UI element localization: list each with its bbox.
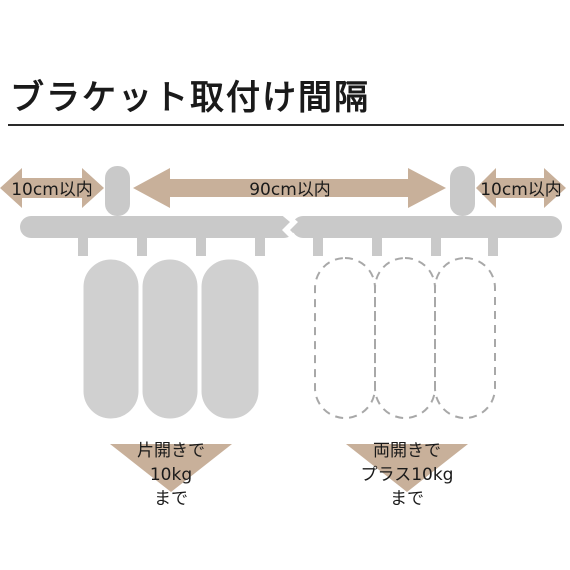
bracket-left <box>105 166 130 216</box>
page-title: ブラケット取付け間隔 <box>10 78 370 118</box>
svg-text:10kg: 10kg <box>150 465 192 485</box>
svg-text:片開きで: 片開きで <box>137 441 205 461</box>
center-span-arrow: 90cm以内 <box>133 168 446 208</box>
down-arrow-left <box>110 444 232 492</box>
svg-text:まで: まで <box>390 489 424 509</box>
down-arrow-right <box>346 444 468 492</box>
right-gap-arrow: 10cm以内 <box>476 168 566 208</box>
load-label-double: 両開きで プラス10kg まで <box>361 441 454 509</box>
curtain-single-open-pleats <box>138 275 201 408</box>
svg-text:両開きで: 両開きで <box>373 441 441 461</box>
svg-text:まで: まで <box>154 489 188 509</box>
bracket-right <box>450 166 475 216</box>
left-gap-label: 10cm以内 <box>11 180 93 200</box>
right-gap-label: 10cm以内 <box>480 180 562 200</box>
curtain-single-open <box>80 256 262 422</box>
center-span-label: 90cm以内 <box>249 180 331 200</box>
curtain-double-open <box>314 257 496 419</box>
title-underline <box>8 124 564 126</box>
svg-text:プラス10kg: プラス10kg <box>361 465 454 485</box>
curtain-rail <box>20 212 562 242</box>
runners-right <box>313 236 498 256</box>
runners-left <box>78 236 265 256</box>
load-label-single: 片開きで 10kg まで <box>137 441 205 509</box>
left-gap-arrow: 10cm以内 <box>0 168 104 208</box>
